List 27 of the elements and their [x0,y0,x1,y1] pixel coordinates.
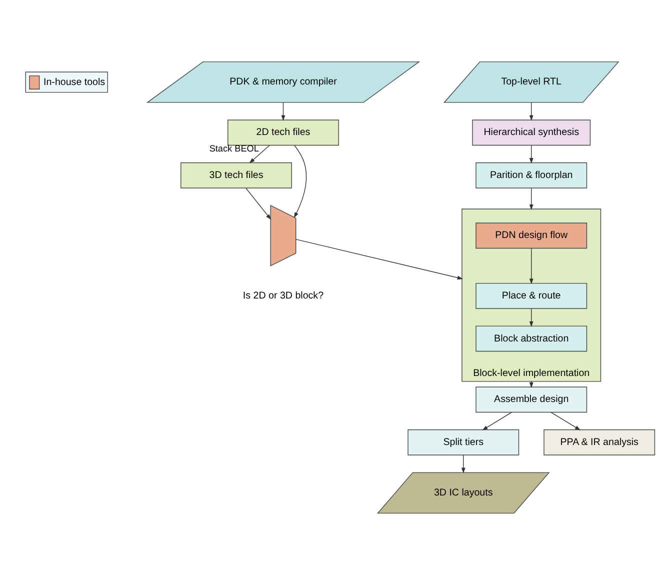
node-box: Place & route [476,282,588,308]
node-box: PDN design flow [476,222,588,248]
arrow [529,144,534,164]
arrow [550,411,581,430]
node-box: 3D tech files [180,162,292,188]
arrow [249,144,270,163]
node-box: PPA & IR analysis [544,428,656,455]
arrow [294,144,307,218]
legend-label: In-house tools [44,76,106,88]
arrow [461,454,466,473]
arrow [529,308,534,326]
node-label: Is 2D or 3D block? [242,290,324,302]
node-box: Assemble design [476,386,588,412]
arrow [281,102,286,120]
node-box: Split tiers [408,428,520,455]
edge-label: Stack BEOL [209,142,259,153]
arrow [296,238,463,280]
node-box: Hierarchical synthesis [472,119,591,146]
node-box: Parition & floorplan [476,162,588,188]
arrow [529,102,534,120]
arrow [482,411,512,430]
node-trapezoid [270,204,296,266]
arrow [529,248,534,284]
node-box: Block abstraction [476,325,588,352]
arrow [529,187,534,210]
node-box: 2D tech files [228,119,339,146]
arrow [246,187,272,220]
